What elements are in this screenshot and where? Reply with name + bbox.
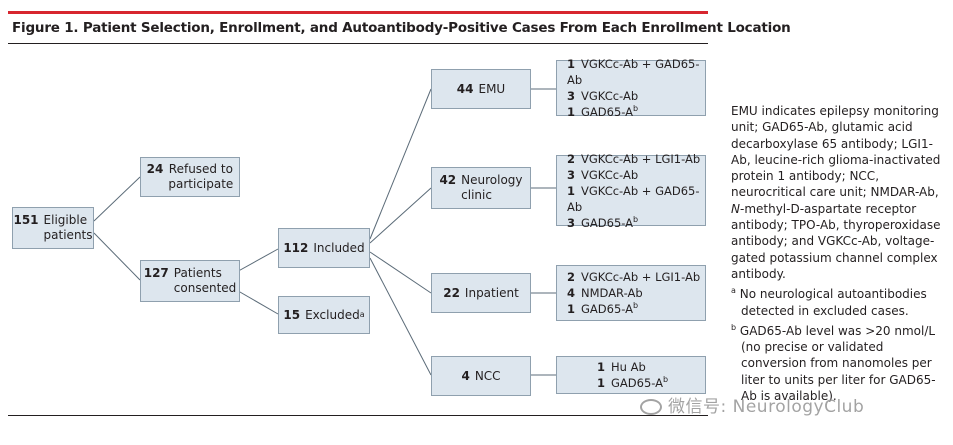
emu-label: EMU (478, 81, 506, 96)
emu-count: 44 (456, 81, 474, 96)
neuro-label-1: Neurology (461, 173, 523, 187)
wechat-icon (640, 399, 662, 415)
edge-consented-included (232, 248, 279, 275)
node-included: 112 Included (278, 228, 370, 268)
included-label: Included (313, 240, 365, 255)
edge-included-emu (369, 88, 432, 240)
edge-included-inpatient (369, 251, 432, 294)
consented-label-1: Patients (173, 266, 222, 280)
top-accent-bar (8, 11, 708, 14)
legend-abbreviations: EMU indicates epilepsy monitoring unit; … (731, 104, 941, 281)
bottom-rule (8, 415, 708, 416)
excluded-label: Excluded (305, 307, 360, 322)
neuro-label-2: clinic (461, 188, 492, 202)
legend-footnote-b: b GAD65-Ab level was >20 nmol/L (no prec… (731, 322, 936, 404)
neuro-count: 42 (439, 173, 457, 187)
refused-label-2: participate (168, 177, 234, 191)
eligible-label-2: patients (43, 228, 93, 242)
ncc-label: NCC (474, 368, 501, 383)
edge-eligible-consented (93, 232, 141, 281)
refused-label-1: Refused to (168, 162, 233, 176)
edge-included-ncc (369, 257, 432, 376)
edge-consented-excluded (232, 287, 279, 315)
eligible-count: 151 (13, 213, 39, 227)
excluded-count: 15 (283, 307, 301, 322)
watermark: 微信号: NeurologyClub (640, 392, 864, 417)
title-rule (8, 43, 708, 44)
inpatient-count: 22 (443, 285, 460, 300)
consented-label-2: consented (173, 281, 237, 295)
eligible-label-1: Eligible (43, 213, 88, 227)
consented-count: 127 (143, 266, 169, 280)
node-emu: 44 EMU (431, 69, 531, 109)
ncc-count: 4 (461, 368, 470, 383)
figure-title: Figure 1. Patient Selection, Enrollment,… (12, 20, 791, 36)
edge-included-neuro (369, 187, 432, 244)
legend: EMU indicates epilepsy monitoring unit; … (731, 103, 951, 404)
edge-eligible-refused (93, 176, 141, 222)
node-inpatient: 22 Inpatient (431, 273, 531, 313)
legend-footnote-a: a No neurological autoantibodies detecte… (731, 286, 927, 318)
inpatient-label: Inpatient (464, 285, 519, 300)
refused-count: 24 (146, 162, 164, 176)
node-ncc: 4 NCC (431, 356, 531, 396)
included-count: 112 (283, 240, 309, 255)
